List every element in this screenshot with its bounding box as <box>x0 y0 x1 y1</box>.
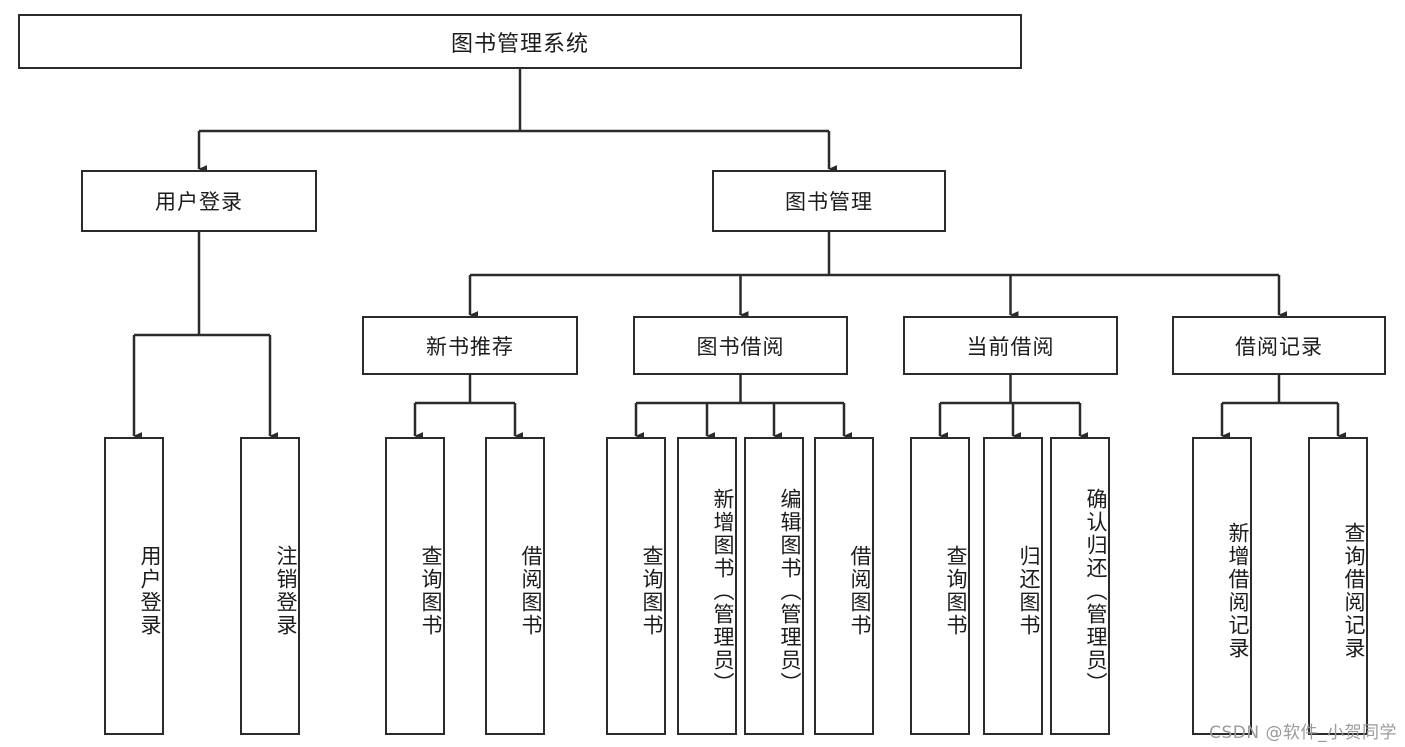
node-label: 查询图书 <box>419 545 443 637</box>
node-label: 借阅记录 <box>1235 334 1323 359</box>
node-records: 借阅记录 <box>1172 316 1386 375</box>
node-label: 归还图书 <box>1017 545 1041 637</box>
node-label: 借阅图书 <box>848 545 872 637</box>
node-label: 借阅图书 <box>519 545 543 637</box>
node-leaf-borrow-new: 借阅图书 <box>485 437 545 735</box>
node-label: 新书推荐 <box>426 334 514 359</box>
node-bookmgmt: 图书管理 <box>712 170 946 232</box>
node-label: 查询图书 <box>944 545 968 637</box>
node-leaf-query-new: 查询图书 <box>385 437 445 735</box>
node-current: 当前借阅 <box>903 316 1118 375</box>
node-leaf-confirm: 确认归还（管理员） <box>1050 437 1110 735</box>
node-label: 图书借阅 <box>696 334 785 359</box>
node-root: 图书管理系统 <box>18 14 1022 69</box>
node-label: 新增借阅记录 <box>1226 522 1250 660</box>
node-label: 当前借阅 <box>966 334 1055 359</box>
node-leaf-logout: 注销登录 <box>240 437 300 735</box>
node-leaf-return: 归还图书 <box>983 437 1043 735</box>
node-label: 用户登录 <box>138 545 162 637</box>
node-leaf-edit-book: 编辑图书（管理员） <box>744 437 804 735</box>
node-login: 用户登录 <box>81 170 317 232</box>
node-label: 编辑图书（管理员） <box>778 487 802 695</box>
node-leaf-query-record: 查询借阅记录 <box>1308 437 1368 735</box>
watermark: CSDN @软件_小贺同学 <box>1209 723 1397 743</box>
node-label: 用户登录 <box>155 190 243 214</box>
node-label: 图书管理系统 <box>450 31 589 57</box>
node-leaf-borrow-book: 借阅图书 <box>814 437 874 735</box>
node-leaf-add-book: 新增图书（管理员） <box>677 437 737 735</box>
node-label: 查询借阅记录 <box>1342 522 1366 660</box>
node-label: 新增图书（管理员） <box>711 487 735 695</box>
node-leaf-query-c: 查询图书 <box>910 437 970 735</box>
node-borrow: 图书借阅 <box>633 316 848 375</box>
node-label: 确认归还（管理员） <box>1084 487 1108 695</box>
node-leaf-add-record: 新增借阅记录 <box>1192 437 1252 735</box>
node-newbooks: 新书推荐 <box>362 316 578 375</box>
node-label: 查询图书 <box>640 545 664 637</box>
node-label: 图书管理 <box>785 190 873 214</box>
node-leaf-query-b: 查询图书 <box>606 437 666 735</box>
node-leaf-userlogin: 用户登录 <box>104 437 164 735</box>
node-label: 注销登录 <box>274 545 298 637</box>
